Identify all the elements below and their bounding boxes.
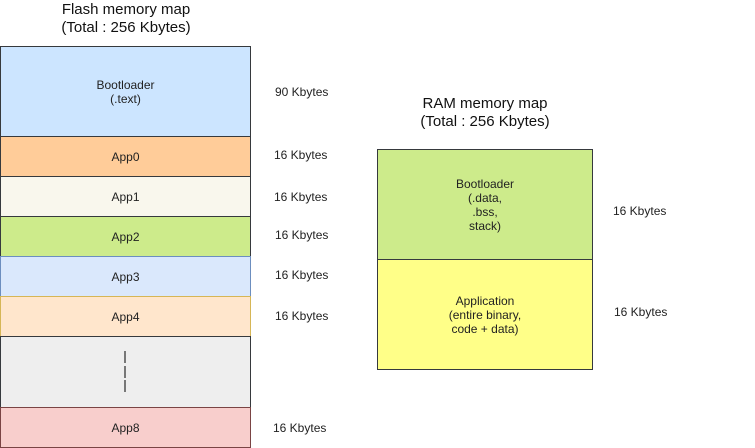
flash-block-app1: App1 (0, 176, 251, 217)
flash-block-label: App0 (111, 149, 140, 164)
flash-size-app1: 16 Kbytes (274, 190, 328, 204)
flash-block-app8: App8 (0, 407, 251, 448)
flash-block-label: Bootloader (.text) (96, 77, 155, 106)
flash-title-line1: Flash memory map (61, 1, 191, 18)
flash-size-app3: 16 Kbytes (275, 268, 329, 282)
flash-block-label: App2 (111, 229, 140, 244)
flash-size-bootloader: 90 Kbytes (275, 85, 329, 99)
flash-block-label: App3 (111, 269, 140, 284)
flash-block-label: App8 (111, 420, 140, 435)
ram-block-label: Bootloader (.data, .bss, stack) (455, 176, 515, 233)
flash-title: Flash memory map (Total : 256 Kbytes) (0, 1, 252, 37)
flash-size-app4: 16 Kbytes (275, 309, 329, 323)
ram-block-application: Application (entire binary, code + data) (377, 259, 593, 370)
flash-block-bootloader: Bootloader (.text) (0, 46, 251, 137)
ram-block-bootloader: Bootloader (.data, .bss, stack) (377, 149, 593, 260)
ellipsis-dash-icon (124, 351, 126, 363)
ellipsis-dash-icon (124, 380, 126, 392)
flash-block-app0: App0 (0, 136, 251, 177)
ellipsis-dash-icon (124, 366, 126, 378)
flash-title-line2: (Total : 256 Kbytes) (61, 19, 191, 36)
flash-block-app4: App4 (0, 296, 251, 337)
ram-block-label: Application (entire binary, code + data) (448, 293, 522, 336)
ram-size-bootloader: 16 Kbytes (613, 204, 667, 218)
flash-block-app2: App2 (0, 216, 251, 257)
ram-title: RAM memory map (Total : 256 Kbytes) (385, 95, 585, 131)
flash-size-app2: 16 Kbytes (275, 228, 329, 242)
flash-size-app8: 16 Kbytes (273, 421, 327, 435)
ram-title-line2: (Total : 256 Kbytes) (420, 113, 550, 130)
ram-title-line1: RAM memory map (422, 95, 548, 112)
flash-block-label: App4 (111, 309, 140, 324)
ram-size-application: 16 Kbytes (614, 305, 668, 319)
flash-block-label: App1 (111, 189, 140, 204)
flash-block-app3: App3 (0, 256, 251, 297)
flash-size-app0: 16 Kbytes (274, 148, 328, 162)
